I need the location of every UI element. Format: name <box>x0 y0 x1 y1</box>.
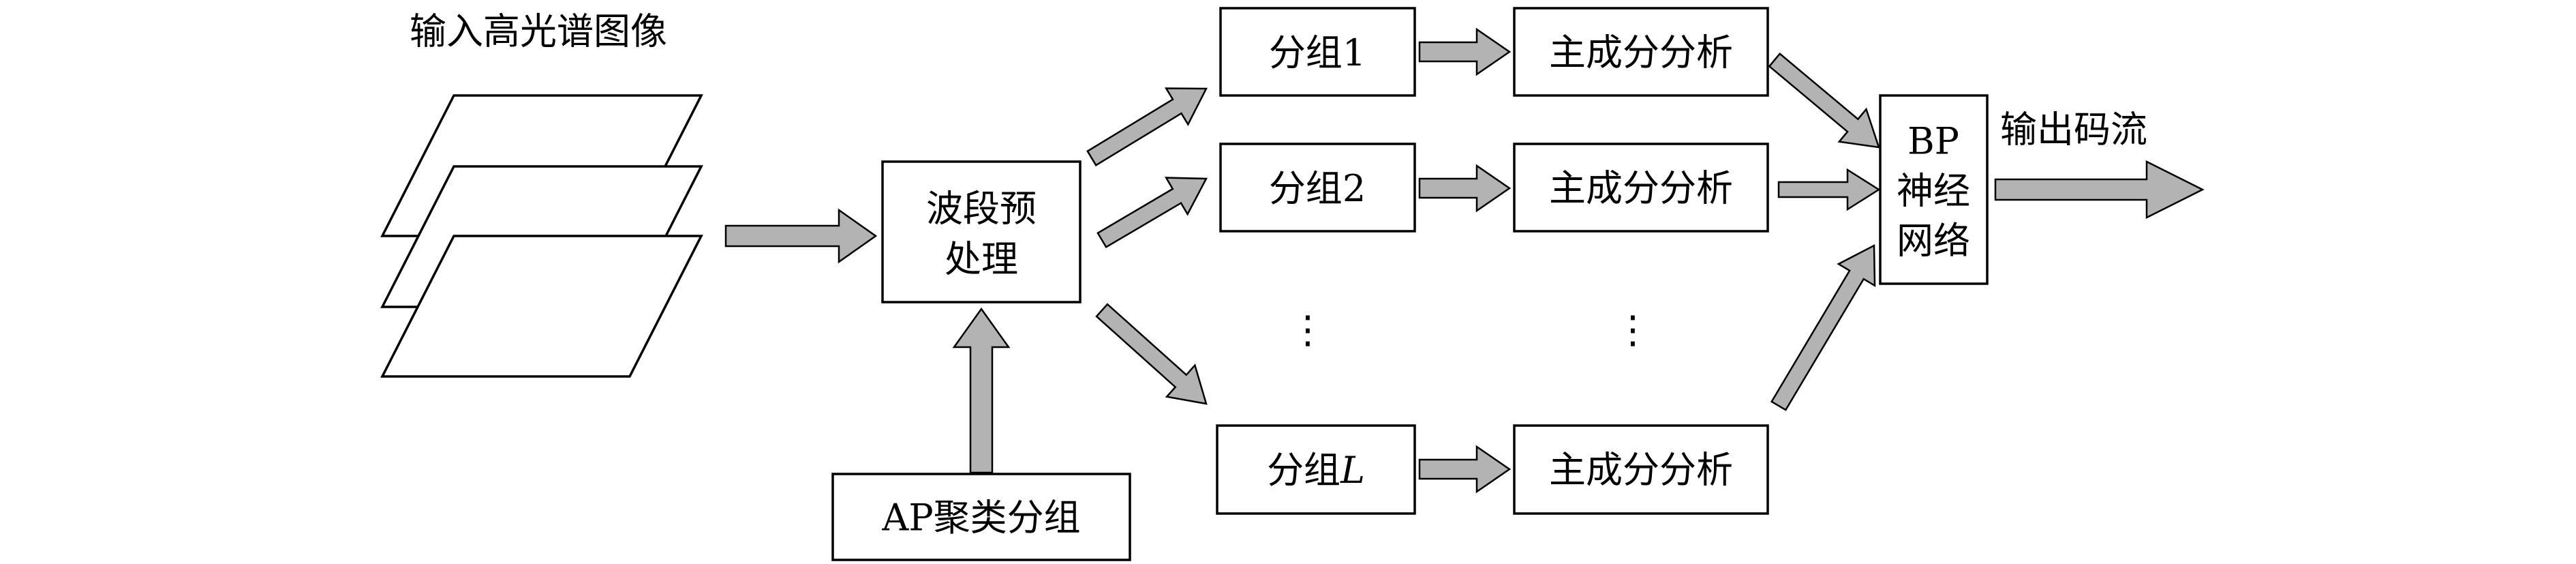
group-node-1: 分组1 <box>1219 7 1416 97</box>
input-image-label: 输入高光谱图像 <box>410 10 667 53</box>
group-box-2 <box>1219 143 1416 233</box>
arrow-group-2-to-pca-2 <box>1418 164 1512 213</box>
arrow-input-to-preprocess <box>724 208 878 264</box>
bp-label-line-1: BP <box>1907 120 1959 163</box>
bp-network-box <box>1879 94 1989 285</box>
arrow-pca-2-to-bp <box>1777 168 1881 211</box>
group-label-l-index: L <box>1340 449 1365 492</box>
pca-box-1 <box>1513 7 1769 97</box>
pca-node-1: 主成分分析 <box>1513 7 1769 97</box>
pca-label-1: 主成分分析 <box>1549 31 1733 74</box>
pca-node-2: 主成分分析 <box>1513 143 1769 233</box>
bp-label-line-2: 神经 <box>1897 170 1970 213</box>
arrow-pca-l-to-bp <box>1770 243 1876 411</box>
pca-box-l <box>1513 424 1769 515</box>
arrow-pca-1-to-bp <box>1768 53 1880 149</box>
arrow-group-l-to-pca-l <box>1418 445 1512 494</box>
hyperspectral-image-stack <box>380 94 703 378</box>
group-node-l: 分组L <box>1216 424 1416 515</box>
group-ellipsis: ⋮ <box>1289 308 1327 353</box>
arrow-preprocess-to-group-2 <box>1097 177 1208 249</box>
pca-label-l: 主成分分析 <box>1549 449 1733 492</box>
arrow-ap-to-preprocess <box>952 307 1011 474</box>
output-bitstream-label: 输出码流 <box>2000 108 2147 151</box>
ap-grouping-node: AP聚类分组 <box>831 473 1131 561</box>
group-box-l <box>1216 424 1416 515</box>
group-label-2-prefix: 分组 <box>1269 167 1343 210</box>
pca-ellipsis: ⋮ <box>1614 308 1652 353</box>
preprocess-box <box>881 160 1082 303</box>
ap-grouping-box <box>831 473 1131 561</box>
pca-node-l: 主成分分析 <box>1513 424 1769 515</box>
group-label-l-prefix: 分组 <box>1267 449 1340 492</box>
group-label-l: 分组L <box>1267 449 1365 492</box>
image-layer-bottom <box>380 235 703 378</box>
group-box-1 <box>1219 7 1416 97</box>
group-label-1: 分组1 <box>1269 31 1366 74</box>
ap-grouping-label: AP聚类分组 <box>881 496 1080 539</box>
arrows <box>724 27 2205 494</box>
pca-label-2: 主成分分析 <box>1549 167 1733 210</box>
group-label-1-index: 1 <box>1343 31 1366 74</box>
arrow-group-1-to-pca-1 <box>1418 27 1512 76</box>
bp-label-line-3: 网络 <box>1897 220 1970 263</box>
group-label-1-prefix: 分组 <box>1269 31 1343 74</box>
preprocess-label-line-2: 处理 <box>945 238 1018 281</box>
preprocess-node: 波段预 处理 <box>881 160 1082 303</box>
bp-network-node: BP 神经 网络 <box>1879 94 1989 285</box>
arrow-preprocess-to-group-1 <box>1086 87 1208 167</box>
arrow-preprocess-to-group-l <box>1095 303 1208 405</box>
group-label-2-index: 2 <box>1343 167 1366 210</box>
group-node-2: 分组2 <box>1219 143 1416 233</box>
group-label-2: 分组2 <box>1269 167 1366 210</box>
arrow-bp-to-output <box>1994 160 2205 220</box>
preprocess-label-line-1: 波段预 <box>926 188 1037 231</box>
pca-box-2 <box>1513 143 1769 233</box>
